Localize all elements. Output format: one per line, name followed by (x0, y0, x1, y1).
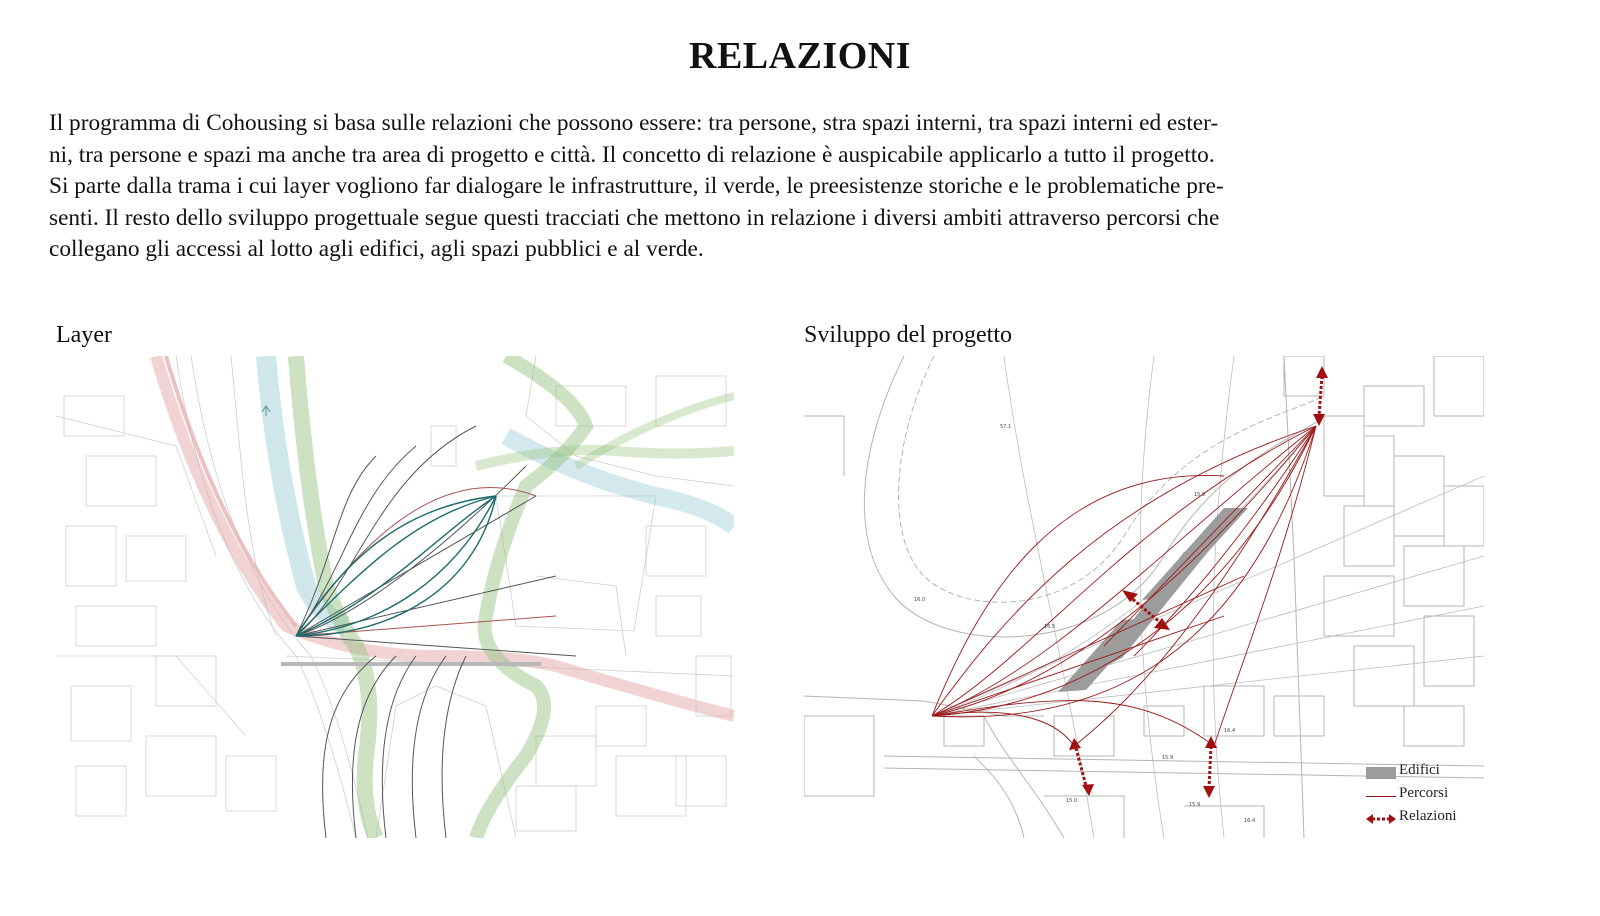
legend-swatch-edifici (1366, 767, 1396, 779)
sviluppo-percorsi (931, 425, 1317, 747)
relazioni-arrows (1074, 375, 1324, 789)
legend-row-percorsi: Percorsi (1366, 785, 1490, 808)
layer-trama-lines (295, 425, 577, 838)
elevation-label: 16.4 (1224, 728, 1235, 734)
intro-line: Il programma di Cohousing si basa sulle … (49, 110, 1219, 136)
elevation-label: 16.5 (1044, 624, 1055, 630)
layer-base-map (56, 356, 734, 838)
sviluppo-map-drawing: 57.1 16.0 15.9 16.5 16.4 15.9 15.0 15.9 … (804, 356, 1484, 838)
elevation-label: 15.9 (1162, 755, 1173, 761)
elevation-label: 16.0 (914, 597, 925, 603)
intro-line: Si parte dalla trama i cui layer voglion… (49, 173, 1224, 199)
double-arrow-icon (1366, 814, 1396, 824)
page-title: RELAZIONI (689, 35, 911, 77)
layer-map (56, 356, 734, 838)
elevation-label: 15.9 (1189, 802, 1200, 808)
intro-paragraph: Il programma di Cohousing si basa sulle … (49, 108, 1519, 266)
intro-line: collegano gli accessi al lotto agli edif… (49, 236, 704, 262)
legend-label-percorsi: Percorsi (1399, 785, 1449, 801)
layer-panel-label: Layer (56, 322, 112, 348)
map-legend: Edifici Percorsi Relazioni (1366, 762, 1490, 831)
legend-row-edifici: Edifici (1366, 762, 1490, 785)
elevation-label: 57.1 (1000, 424, 1011, 430)
sviluppo-base-map (804, 356, 1484, 838)
sviluppo-map: 57.1 16.0 15.9 16.5 16.4 15.9 15.0 15.9 … (804, 356, 1484, 838)
sviluppo-panel-label: Sviluppo del progetto (804, 322, 1012, 348)
layer-map-drawing (56, 356, 734, 838)
elevation-label: 15.9 (1194, 492, 1205, 498)
intro-line: ni, tra persone e spazi ma anche tra are… (49, 141, 1215, 168)
elevation-label: 15.0 (1066, 798, 1077, 804)
intro-line: senti. Il resto dello sviluppo progettua… (49, 204, 1220, 231)
legend-label-relazioni: Relazioni (1399, 808, 1457, 824)
legend-line-percorsi (1366, 796, 1396, 797)
sviluppo-buildings (1058, 508, 1248, 692)
elevation-label: 16.4 (1244, 818, 1255, 824)
elevation-labels: 57.1 16.0 15.9 16.5 16.4 15.9 15.0 15.9 … (914, 424, 1255, 824)
legend-label-edifici: Edifici (1399, 762, 1440, 778)
legend-row-relazioni: Relazioni (1366, 808, 1490, 831)
